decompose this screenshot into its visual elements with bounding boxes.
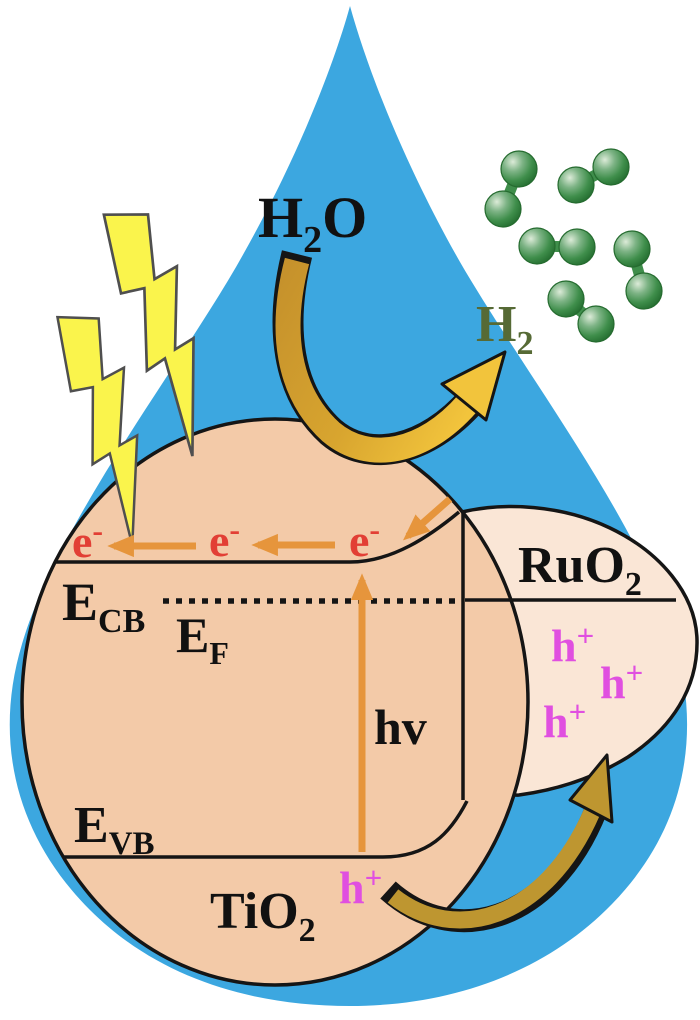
electron-label: e-: [209, 511, 240, 566]
hole-label: h+: [551, 618, 594, 671]
lightning-bolt-icon: [102, 213, 195, 457]
tio2-label: TiO2: [210, 883, 316, 949]
hole-transfer-arrowhead: [568, 753, 614, 824]
hole-transfer-arrow: [380, 753, 614, 933]
h2-molecule: [518, 227, 596, 266]
electron-label: e-: [72, 512, 103, 567]
hole-label: h+: [543, 694, 586, 747]
fermi-level-label: EF: [176, 607, 229, 671]
lightning-bolt-icon: [55, 315, 139, 546]
h2-molecule: [484, 150, 538, 228]
h2-release-arrowhead: [440, 350, 507, 422]
h2-molecule: [547, 280, 615, 343]
h2-label: H2: [476, 296, 533, 362]
valence-band-line: [64, 800, 469, 859]
hole-label: h+: [339, 860, 382, 913]
hv-label: hv: [374, 699, 427, 755]
electron-label: e-: [349, 511, 380, 566]
h2-molecule: [557, 148, 630, 204]
electron-flow-arrow-3: [403, 496, 453, 541]
conduction-band-line: [56, 510, 461, 564]
h2o-to-h2-arrow: [272, 250, 507, 466]
ruo2-label: RuO2: [518, 537, 642, 603]
valence-band-label: EVB: [74, 797, 155, 862]
hole-label: h+: [600, 655, 643, 708]
h2o-label: H2O: [258, 185, 367, 261]
h2-molecule: [613, 230, 663, 310]
conduction-band-label: ECB: [62, 572, 145, 640]
